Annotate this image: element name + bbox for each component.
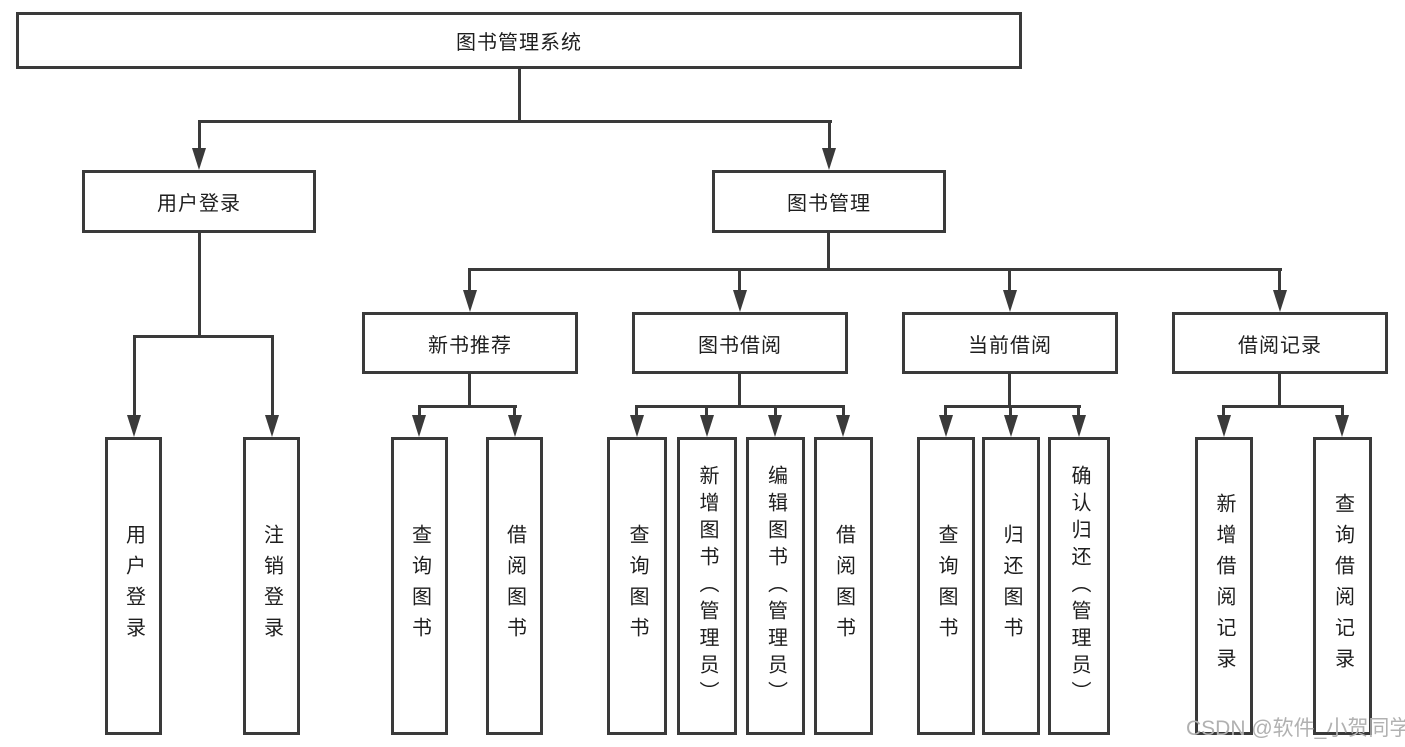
node-book-mgmt: 图书管理 [712, 170, 946, 233]
leaf-bw-add-label: 新增图书（管理员） [696, 464, 718, 708]
edge-to-borrow [738, 268, 741, 293]
arrowhead-rec-query [1335, 415, 1349, 437]
node-records-label: 借阅记录 [1238, 334, 1322, 357]
node-root-label: 图书管理系统 [456, 32, 582, 54]
arrowhead-cur-query [939, 415, 953, 437]
edge-newbooks-rail [418, 405, 517, 408]
edge-root-to-user-login [198, 120, 201, 150]
edge-current-rail [945, 405, 1081, 408]
node-user-login-label: 用户登录 [157, 193, 241, 215]
leaf-bw-query-label: 查询图书 [626, 524, 648, 648]
edge-userlogin-stem [198, 233, 201, 335]
node-new-books: 新书推荐 [362, 312, 578, 374]
edge-to-bw-borrow [842, 405, 845, 417]
leaf-rec-add: 新增借阅记录 [1195, 437, 1253, 735]
leaf-cur-query: 查询图书 [917, 437, 975, 735]
edge-records-stem [1278, 374, 1281, 407]
edge-current-stem [1008, 374, 1011, 407]
leaf-nb-query-label: 查询图书 [408, 524, 431, 648]
arrowhead-new-books [463, 290, 477, 312]
edge-root-to-book-mgmt [828, 120, 831, 150]
node-borrow-label: 图书借阅 [698, 334, 782, 357]
leaf-rec-query-label: 查询借阅记录 [1331, 493, 1354, 679]
csdn-watermark: CSDN @软件_小贺同学 [1186, 717, 1405, 740]
leaf-nb-borrow-label: 借阅图书 [503, 524, 526, 648]
arrowhead-current [1003, 290, 1017, 312]
leaf-bw-edit-label: 编辑图书（管理员） [764, 464, 787, 708]
node-current: 当前借阅 [902, 312, 1118, 374]
arrowhead-bw-borrow [836, 415, 850, 437]
arrowhead-rec-add [1217, 415, 1231, 437]
leaf-bw-borrow: 借阅图书 [814, 437, 873, 735]
edge-to-new-books [468, 268, 471, 293]
edge-borrow-stem [738, 374, 741, 407]
arrowhead-leaf-user-login [127, 415, 141, 437]
edge-userlogin-rail [133, 335, 274, 338]
leaf-logout: 注销登录 [243, 437, 300, 735]
node-book-mgmt-label: 图书管理 [787, 193, 871, 215]
arrowhead-bw-query [630, 415, 644, 437]
edge-records-rail [1223, 405, 1344, 408]
leaf-rec-add-label: 新增借阅记录 [1213, 493, 1235, 679]
node-records: 借阅记录 [1172, 312, 1388, 374]
leaf-rec-query: 查询借阅记录 [1313, 437, 1372, 735]
arrowhead-leaf-logout [265, 415, 279, 437]
leaf-bw-borrow-label: 借阅图书 [832, 524, 855, 648]
leaf-nb-query: 查询图书 [391, 437, 448, 735]
edge-to-rec-add [1222, 405, 1225, 417]
node-current-label: 当前借阅 [968, 334, 1052, 357]
leaf-logout-label: 注销登录 [260, 524, 283, 648]
leaf-cur-confirm: 确认归还（管理员） [1048, 437, 1110, 735]
arrowhead-cur-confirm [1072, 415, 1086, 437]
arrowhead-nb-borrow [508, 415, 522, 437]
edge-to-rec-query [1341, 405, 1344, 417]
edge-to-cur-confirm [1077, 405, 1080, 417]
leaf-cur-return: 归还图书 [982, 437, 1040, 735]
leaf-user-login: 用户登录 [105, 437, 162, 735]
leaf-bw-query: 查询图书 [607, 437, 667, 735]
arrowhead-bw-add [700, 415, 714, 437]
arrowhead-borrow [733, 290, 747, 312]
arrowhead-book-mgmt [822, 148, 836, 170]
node-new-books-label: 新书推荐 [428, 334, 512, 357]
edge-to-nb-borrow [513, 405, 516, 417]
leaf-cur-return-label: 归还图书 [1000, 524, 1022, 648]
edge-to-cur-query [944, 405, 947, 417]
leaf-cur-confirm-label: 确认归还（管理员） [1068, 464, 1090, 708]
edge-to-nb-query [418, 405, 421, 417]
edge-bookmgmt-rail [468, 268, 1282, 271]
edge-to-current [1008, 268, 1011, 293]
edge-to-bw-add [705, 405, 708, 417]
edge-bookmgmt-stem [827, 233, 830, 270]
edge-to-cur-return [1009, 405, 1012, 417]
arrowhead-records [1273, 290, 1287, 312]
leaf-user-login-label: 用户登录 [122, 524, 145, 648]
arrowhead-nb-query [412, 415, 426, 437]
edge-to-bw-query [635, 405, 638, 417]
edge-borrow-rail [636, 405, 845, 408]
edge-root-stem [518, 69, 521, 120]
edge-to-records [1278, 268, 1281, 293]
edge-newbooks-stem [468, 374, 471, 407]
arrowhead-bw-edit [768, 415, 782, 437]
edge-to-bw-edit [774, 405, 777, 417]
arrowhead-user-login [192, 148, 206, 170]
edge-root-rail [198, 120, 832, 123]
node-user-login: 用户登录 [82, 170, 316, 233]
node-borrow: 图书借阅 [632, 312, 848, 374]
leaf-cur-query-label: 查询图书 [935, 524, 957, 648]
leaf-nb-borrow: 借阅图书 [486, 437, 543, 735]
leaf-bw-add: 新增图书（管理员） [677, 437, 737, 735]
node-root: 图书管理系统 [16, 12, 1022, 69]
edge-to-leaf-user-login [133, 335, 136, 417]
arrowhead-cur-return [1004, 415, 1018, 437]
leaf-bw-edit: 编辑图书（管理员） [746, 437, 805, 735]
edge-to-leaf-logout [271, 335, 274, 417]
